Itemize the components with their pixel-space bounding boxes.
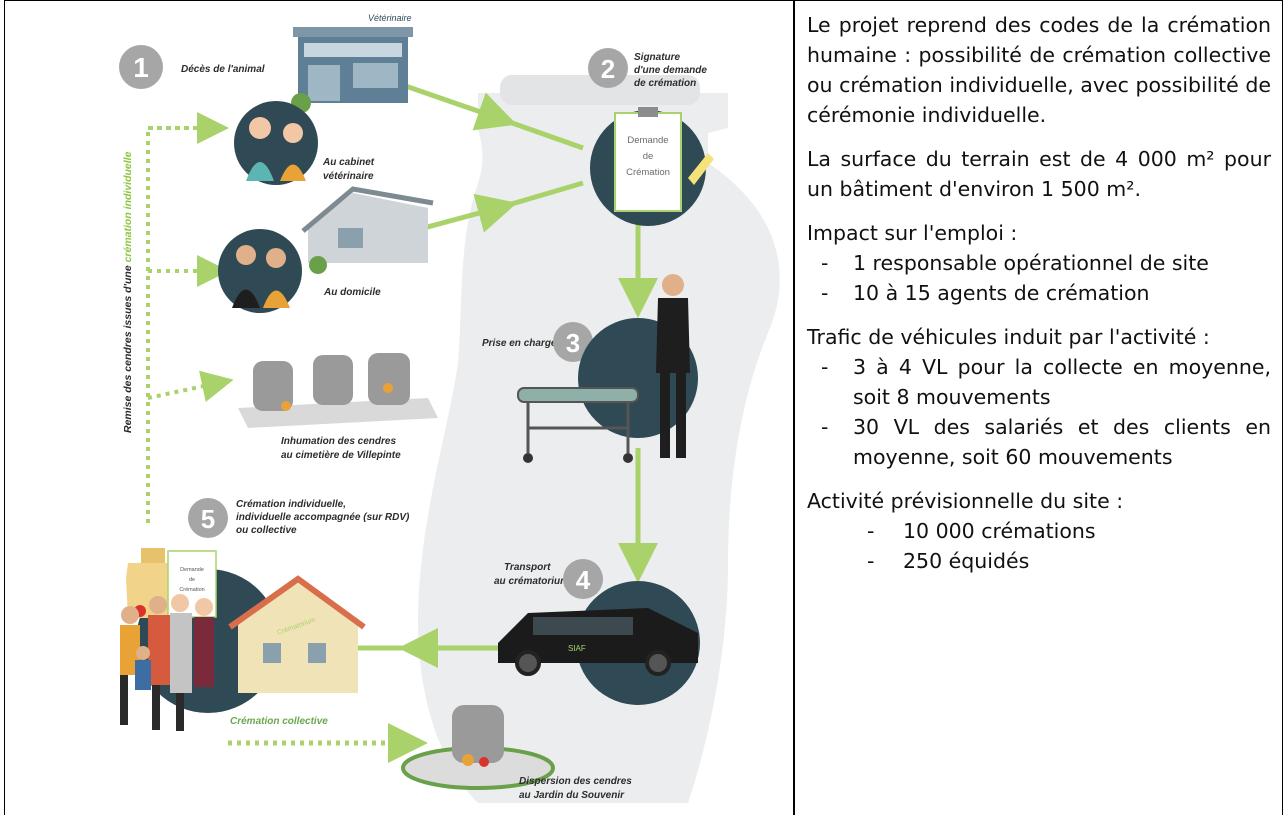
small-form-line-1: Demande: [180, 567, 204, 573]
step-3-number: 3: [566, 328, 580, 358]
step-3-label: Prise en charge: [482, 338, 557, 349]
vet-people-illustration: Au cabinet vétérinaire: [234, 101, 375, 185]
home-people-illustration: Au domicile: [218, 229, 381, 313]
step-5-number: 5: [201, 504, 215, 534]
vet-caption-line-2: vétérinaire: [323, 171, 374, 182]
family-illustration: [120, 594, 214, 731]
intro-paragraph: Le projet reprend des codes de la crémat…: [807, 13, 1271, 127]
step-1-number: 1: [133, 52, 149, 83]
project-description: Le projet reprend des codes de la crémat…: [807, 10, 1271, 590]
dispersion-line-1: Dispersion des cendres: [519, 776, 632, 787]
step-5-label-line-1: Crémation individuelle,: [236, 499, 346, 510]
memorial-garden-illustration: Dispersion des cendres au Jardin du Souv…: [401, 705, 632, 801]
graves-illustration: Inhumation des cendres au cimetière de V…: [238, 353, 438, 461]
dispersion-line-2: au Jardin du Souvenir: [519, 790, 625, 801]
list-item: 250 équidés: [807, 546, 1271, 576]
svg-text:Remise des cendres issues d'un: Remise des cendres issues d'une crématio…: [122, 151, 134, 433]
activity-list: 10 000 crémations 250 équidés: [807, 516, 1271, 576]
step-4: Transport au crématorium 4 SIAF: [494, 559, 700, 705]
activity-heading: Activité prévisionnelle du site :: [807, 489, 1124, 513]
step-2-number: 2: [601, 54, 615, 84]
surface-paragraph: La surface du terrain est de 4 000 m² po…: [807, 147, 1271, 201]
column-divider: [793, 0, 795, 815]
list-item: 3 à 4 VL pour la collecte en moyenne, so…: [807, 352, 1271, 412]
car-logo: SIAF: [568, 644, 586, 653]
inhumation-line-2: au cimetière de Villepinte: [281, 450, 401, 461]
side-label-accent: crémation individuelle: [122, 151, 134, 262]
layout-table: [4, 0, 1283, 815]
step-2: 2 Signature d'une demande de crémation D…: [588, 48, 714, 226]
step-5: 5 Crémation individuelle, individuelle a…: [188, 498, 410, 538]
inhumation-line-1: Inhumation des cendres: [281, 436, 396, 447]
side-label-plain: Remise des cendres issues d'une: [122, 262, 134, 433]
house-illustration: [301, 186, 434, 274]
step-4-label-line-2: au crématorium: [494, 576, 569, 587]
list-item: 10 000 crémations: [807, 516, 1271, 546]
small-form-line-2: de: [189, 577, 195, 583]
list-item: 10 à 15 agents de crémation: [807, 278, 1271, 308]
step-1: 1 Décès de l'animal: [119, 45, 265, 89]
vet-sign: Vétérinaire: [368, 13, 412, 23]
vet-caption-line-1: Au cabinet: [322, 157, 375, 168]
step-1-label: Décès de l'animal: [181, 64, 265, 75]
list-item: 30 VL des salariés et des clients en moy…: [807, 412, 1271, 472]
vet-building-illustration: Vétérinaire: [291, 13, 413, 113]
cremation-process-infographic: Remise des cendres issues d'une crématio…: [8, 3, 790, 815]
step-2-label-line-3: de crémation: [634, 78, 696, 89]
step-3: Prise en charge 3: [482, 274, 698, 463]
traffic-list: 3 à 4 VL pour la collecte en moyenne, so…: [807, 352, 1271, 472]
step-5-label-line-3: ou collective: [236, 525, 297, 536]
side-dotted-connector: Remise des cendres issues d'une crématio…: [122, 112, 234, 523]
traffic-heading: Trafic de véhicules induit par l'activit…: [807, 325, 1210, 349]
step-2-label-line-1: Signature: [634, 52, 681, 63]
form-line-2: de: [643, 151, 654, 162]
form-line-3: Crémation: [626, 167, 670, 178]
step-4-number: 4: [576, 565, 591, 595]
employment-list: 1 responsable opérationnel de site 10 à …: [807, 248, 1271, 308]
collective-label: Crémation collective: [230, 716, 328, 727]
step-4-label-line-1: Transport: [504, 562, 551, 573]
step-2-label-line-2: d'une demande: [634, 65, 707, 76]
employment-heading: Impact sur l'emploi :: [807, 221, 1018, 245]
crematorium-building-illustration: Crématorium: [228, 575, 366, 693]
form-line-1: Demande: [627, 135, 668, 146]
small-form-line-3: Crémation: [179, 587, 204, 593]
step-5-label-line-2: individuelle accompagnée (sur RDV): [236, 512, 410, 523]
home-caption: Au domicile: [323, 287, 381, 298]
list-item: 1 responsable opérationnel de site: [807, 248, 1271, 278]
infographic-canvas: Remise des cendres issues d'une crématio…: [119, 13, 780, 803]
